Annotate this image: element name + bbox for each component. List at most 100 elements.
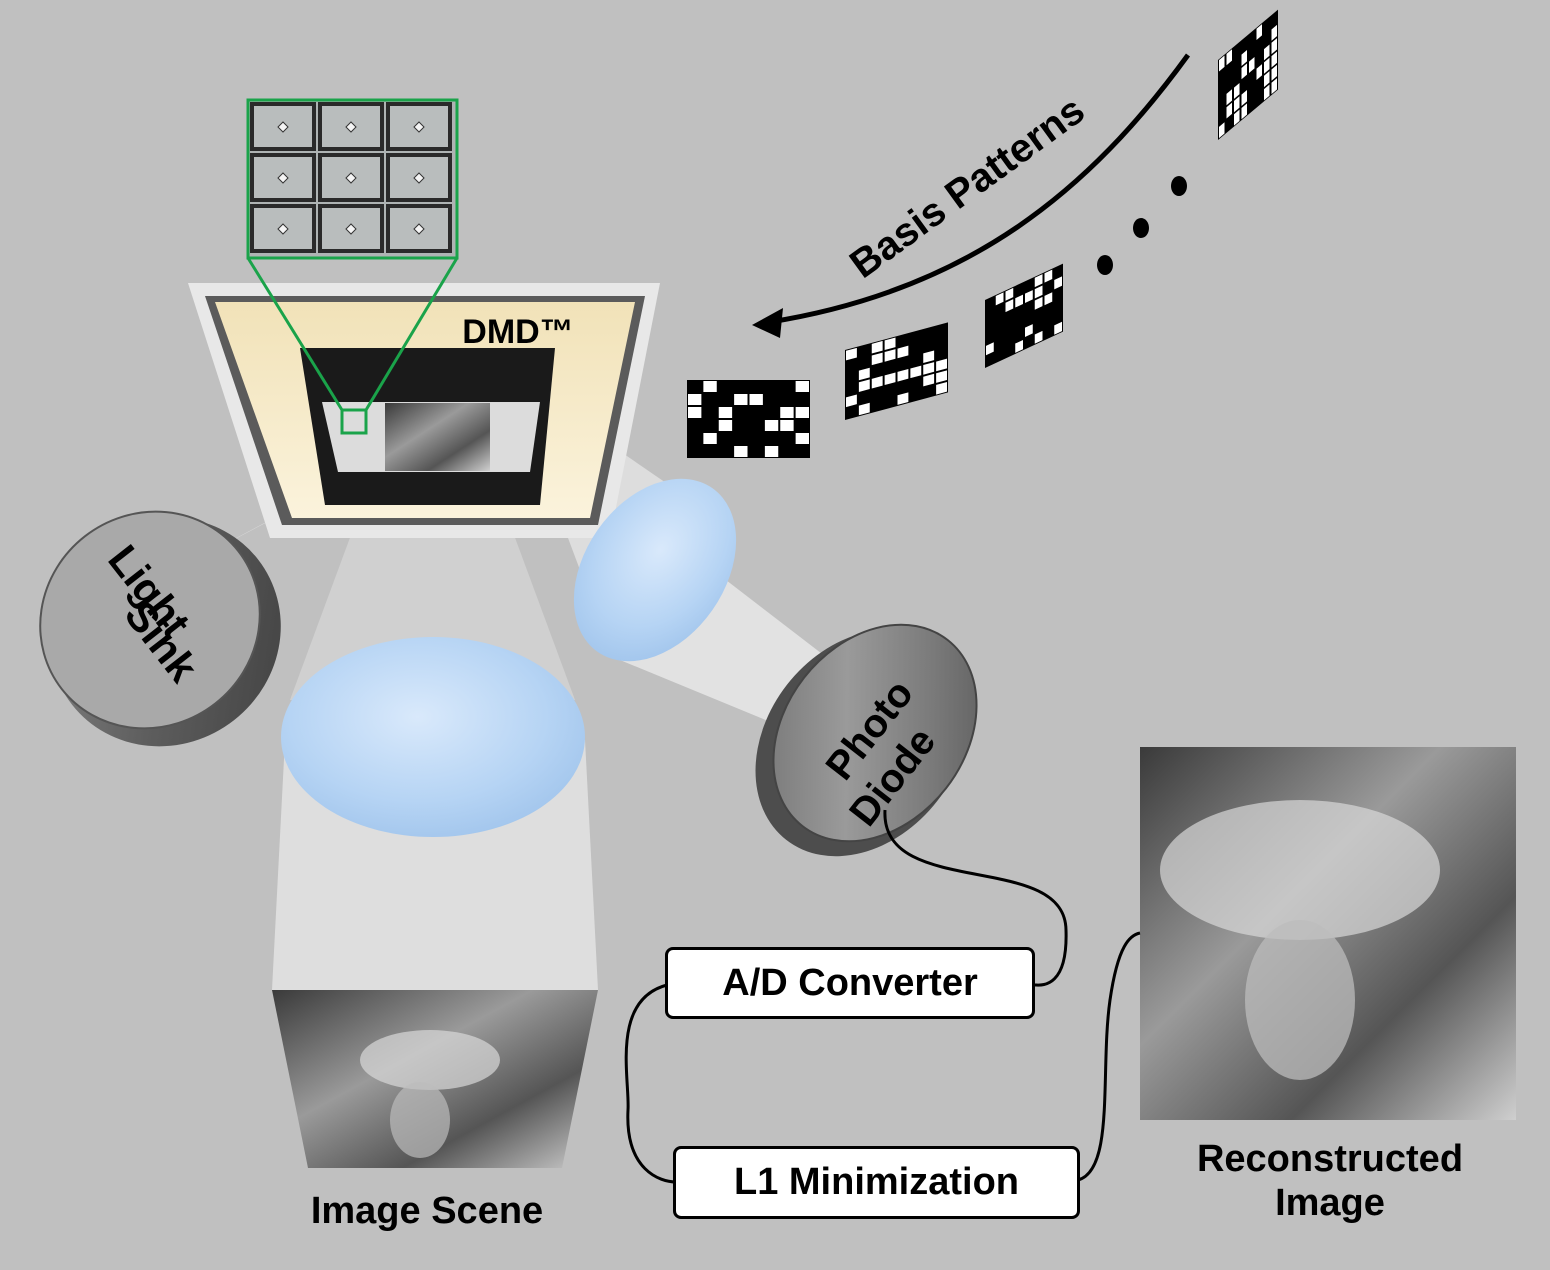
- pattern-cell: [1249, 57, 1255, 73]
- pattern-cell: [858, 402, 870, 416]
- micromirror-via: [277, 121, 289, 133]
- pattern-cell: [1234, 109, 1240, 126]
- pattern-cell: [884, 372, 896, 386]
- focusing-lens: [573, 478, 737, 662]
- pattern-cell: [764, 446, 779, 457]
- reconstructed-face: [1245, 920, 1355, 1080]
- imaging-lens: [281, 637, 585, 837]
- pattern-background: [1218, 9, 1278, 140]
- pattern-cell: [1241, 49, 1247, 66]
- pattern-cell: [764, 420, 779, 431]
- dot: [1171, 176, 1187, 196]
- image-scene-label: Image Scene: [310, 1190, 544, 1232]
- pattern-cell: [1256, 64, 1262, 81]
- pattern-cell: [1271, 78, 1277, 95]
- pattern-cell: [1034, 274, 1043, 288]
- pattern-cell: [1271, 24, 1277, 41]
- reconstructed-image-label: Reconstructed Image: [1150, 1138, 1510, 1225]
- micromirror-via: [277, 172, 289, 184]
- photo-diode-face: [772, 623, 978, 843]
- pattern-cell: [780, 407, 794, 418]
- pattern-cell: [1264, 71, 1270, 88]
- pattern-cell: [1271, 64, 1277, 81]
- dmd-zoom-region: [340, 408, 368, 435]
- pattern-cell: [718, 420, 733, 431]
- basis-pattern: [985, 263, 1063, 368]
- basis-patterns: [687, 9, 1278, 458]
- pattern-cell: [884, 349, 896, 362]
- pattern-cell: [923, 362, 935, 375]
- basis-pattern: [687, 380, 810, 458]
- pattern-cell: [1271, 51, 1277, 68]
- wire-l1-to-reconstructed: [1077, 931, 1141, 1182]
- ad-converter-box: A/D Converter: [665, 947, 1035, 1019]
- pattern-cell: [884, 337, 896, 351]
- photo-diode: Photo Diode: [755, 623, 978, 857]
- pattern-cell: [1034, 285, 1043, 299]
- pattern-cell: [936, 358, 947, 372]
- micromirror-via: [277, 223, 289, 235]
- pattern-cell: [936, 370, 947, 383]
- wire-diode-to-converter: [883, 809, 1068, 987]
- ellipsis-dots: [1097, 176, 1187, 275]
- pattern-cell: [1264, 57, 1270, 74]
- scene-face: [390, 1082, 450, 1158]
- dmd-projected-image: [385, 403, 490, 471]
- pattern-cell: [718, 407, 733, 418]
- micromirror-via: [345, 223, 357, 235]
- pattern-cell: [1264, 84, 1270, 101]
- pattern-cell: [1015, 339, 1023, 353]
- micromirror-via: [413, 172, 425, 184]
- pattern-cell: [871, 352, 883, 366]
- pattern-cell: [1226, 49, 1232, 66]
- pattern-cell: [1025, 290, 1033, 304]
- light-sink-face: [39, 510, 261, 730]
- reconstructed-label-line2: Image: [1275, 1181, 1385, 1224]
- pattern-cell: [1264, 44, 1270, 61]
- pattern-cell: [1256, 24, 1262, 41]
- pattern-background: [845, 322, 948, 420]
- pattern-cell: [1054, 321, 1062, 335]
- pattern-cell: [871, 340, 883, 354]
- light-sink: Light Sink: [39, 510, 281, 747]
- micromirror-grid: [250, 102, 452, 253]
- pattern-cell: [703, 381, 717, 392]
- pattern-background: [985, 263, 1063, 368]
- dot: [1097, 255, 1113, 275]
- micromirror-via: [345, 121, 357, 133]
- pattern-cell: [734, 446, 748, 457]
- pattern-cell: [688, 394, 702, 405]
- dmd-chip: DMD™: [188, 283, 660, 538]
- pattern-cell: [1034, 330, 1043, 344]
- micromirror-via: [413, 121, 425, 133]
- pattern-cell: [1219, 122, 1225, 139]
- zoom-line-right: [364, 257, 459, 411]
- pattern-cell: [871, 375, 883, 389]
- pattern-cell: [1005, 287, 1014, 301]
- reconstructed-image: [1140, 747, 1516, 1120]
- dot: [1133, 218, 1149, 238]
- pattern-cell: [897, 345, 909, 359]
- zoom-inset: [246, 98, 459, 411]
- basis-pattern: [1218, 9, 1278, 140]
- reconstructed-hat: [1160, 800, 1440, 940]
- pattern-cell: [846, 347, 857, 361]
- zoom-line-left: [246, 257, 344, 411]
- pattern-cell: [1054, 276, 1062, 290]
- pattern-cell: [688, 407, 702, 418]
- basis-patterns-arrow: [769, 53, 1191, 325]
- pattern-cell: [1015, 294, 1023, 308]
- pattern-cell: [1226, 102, 1232, 119]
- pattern-cell: [1044, 269, 1053, 283]
- l1-minimization-box: L1 Minimization: [673, 1146, 1080, 1219]
- pattern-cell: [923, 350, 935, 364]
- pattern-cell: [1241, 89, 1247, 106]
- pattern-cell: [1226, 89, 1232, 106]
- micromirror-via: [345, 172, 357, 184]
- pattern-cell: [910, 365, 922, 379]
- pattern-cell: [1025, 324, 1033, 338]
- arrow-head: [752, 308, 783, 338]
- pattern-cell: [734, 394, 748, 405]
- pattern-cell: [995, 292, 1004, 306]
